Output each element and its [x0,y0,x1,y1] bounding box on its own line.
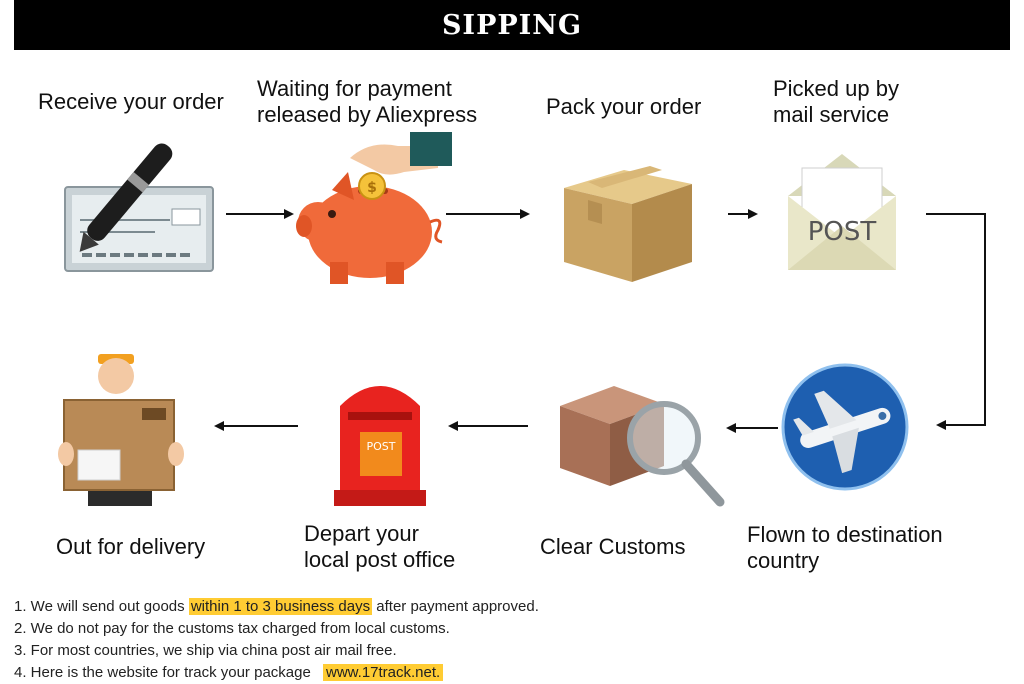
notes-list: 1. We will send out goods within 1 to 3 … [14,596,1004,684]
post-envelope-icon: POST [788,154,896,270]
tracking-link[interactable]: www.17track.net. [322,664,444,681]
step-label-flown: Flown to destination country [747,522,943,573]
note-highlight: within 1 to 3 business days [188,598,373,615]
note-2: 2. We do not pay for the customs tax cha… [14,620,450,637]
svg-text:$: $ [367,180,377,196]
step-label-out-for-delivery: Out for delivery [56,534,206,559]
note-3: 3. For most countries, we ship via china… [14,642,397,659]
step-label-depart-post-office: Depart your local post office [304,521,456,572]
step-label-clear-customs: Clear Customs [540,534,686,559]
step-label-pack-order: Pack your order [546,94,702,119]
note-1: 1. We will send out goods within 1 to 3 … [14,598,539,615]
postbox-text: POST [367,440,396,453]
magnifier-box-icon [560,386,725,507]
step-label-picked-up: Picked up by mail service [773,76,899,127]
postbox-icon: POST [334,386,426,506]
step-label-waiting-payment: Waiting for payment released by Aliexpre… [257,76,478,127]
page-title: SIPPING [441,9,583,41]
post-text: POST [808,217,877,247]
cheque-pen-icon [64,143,214,272]
header-banner: SIPPING [14,0,1010,50]
step-label-receive-order: Receive your order [38,89,224,114]
note-4: 4. Here is the website for track your pa… [14,662,1004,684]
arrow-4-5 [926,213,986,430]
piggy-bank-icon: $ [296,132,452,284]
delivery-man-icon [58,354,184,506]
airplane-icon [781,363,909,491]
cardboard-box-icon [564,166,692,282]
